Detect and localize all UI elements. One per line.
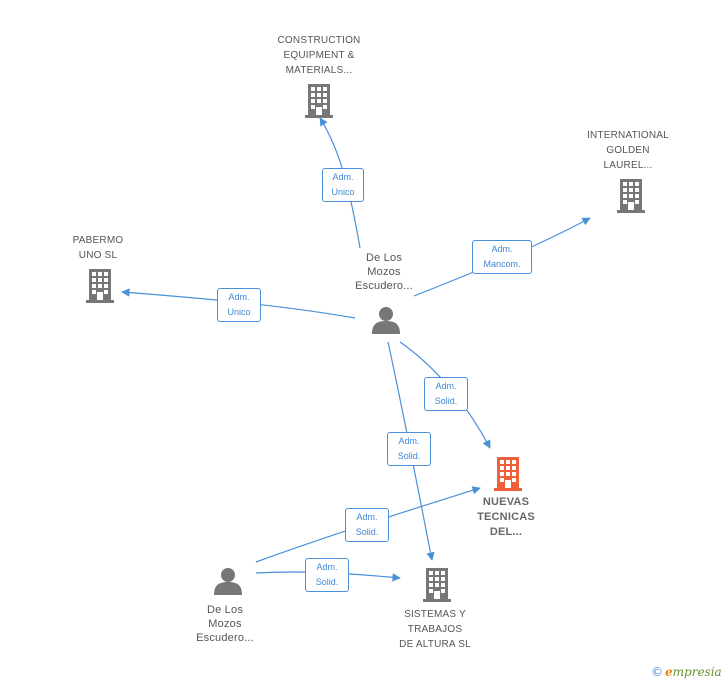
person-icon[interactable] xyxy=(214,568,242,595)
label-line: Escudero... xyxy=(355,280,413,292)
building-icon[interactable] xyxy=(305,84,333,118)
edge-label-line: Solid. xyxy=(355,527,379,537)
label-line: LAUREL... xyxy=(603,160,653,171)
edge-label[interactable]: Adm. Solid. xyxy=(424,377,468,411)
edge-label-line: Adm. xyxy=(332,172,354,182)
node-label-person2[interactable]: De Los Mozos Escudero... xyxy=(175,603,275,645)
building-icon[interactable] xyxy=(86,269,114,303)
edge-label-line: Adm. xyxy=(316,562,338,572)
edge-label-line: Adm. xyxy=(435,381,457,391)
label-line: PABERMO xyxy=(72,235,124,246)
edge-label-line: Unico xyxy=(227,307,251,317)
label-line: De Los xyxy=(206,604,244,616)
label-line: Escudero... xyxy=(196,632,254,644)
copyright-icon: © xyxy=(651,665,663,679)
label-line: DEL... xyxy=(489,526,523,538)
building-icon[interactable] xyxy=(617,179,645,213)
edge-label-line: Mancom. xyxy=(483,259,521,269)
label-line: TRABAJOS xyxy=(407,624,463,635)
edge-label[interactable]: Adm. Mancom. xyxy=(472,240,532,274)
label-line: NUEVAS xyxy=(482,496,530,508)
label-line: De Los xyxy=(365,252,403,264)
node-label-construction[interactable]: CONSTRUCTION EQUIPMENT & MATERIALS... xyxy=(259,33,379,78)
person-icon[interactable] xyxy=(372,307,400,334)
label-line: Mozos xyxy=(367,266,401,278)
node-label-person1[interactable]: De Los Mozos Escudero... xyxy=(334,251,434,293)
edge-label[interactable]: Adm. Unico xyxy=(217,288,261,322)
node-label-pabermo[interactable]: PABERMO UNO SL xyxy=(48,233,148,263)
edge-label[interactable]: Adm. Solid. xyxy=(387,432,431,466)
node-label-nuevas[interactable]: NUEVAS TECNICAS DEL... xyxy=(456,495,556,540)
building-icon[interactable] xyxy=(494,457,522,491)
edge-label-line: Solid. xyxy=(397,451,421,461)
node-label-international[interactable]: INTERNATIONAL GOLDEN LAUREL... xyxy=(568,128,688,173)
brand-name: mpresia xyxy=(672,665,722,679)
label-line: SISTEMAS Y xyxy=(404,609,466,620)
copyright[interactable]: ©empresia xyxy=(651,665,722,679)
edge-label-line: Adm. xyxy=(228,292,250,302)
label-line: EQUIPMENT & xyxy=(283,50,355,61)
edge-label-line: Unico xyxy=(331,187,355,197)
label-line: MATERIALS... xyxy=(285,65,353,76)
label-line: GOLDEN xyxy=(606,145,650,156)
label-line: TECNICAS xyxy=(477,511,535,523)
edge-label-line: Adm. xyxy=(398,436,420,446)
edge-label-line: Adm. xyxy=(356,512,378,522)
label-line: DE ALTURA SL xyxy=(399,639,471,650)
building-icon[interactable] xyxy=(423,568,451,602)
edge-label[interactable]: Adm. Unico xyxy=(322,168,364,202)
label-line: Mozos xyxy=(208,618,242,630)
edge-label-line: Solid. xyxy=(434,396,458,406)
brand-initial: e xyxy=(665,665,673,679)
label-line: INTERNATIONAL xyxy=(587,130,669,141)
edge-label[interactable]: Adm. Solid. xyxy=(345,508,389,542)
edge-label-line: Solid. xyxy=(315,577,339,587)
node-label-sistemas[interactable]: SISTEMAS Y TRABAJOS DE ALTURA SL xyxy=(375,607,495,652)
edge-label[interactable]: Adm. Solid. xyxy=(305,558,349,592)
edge-label-line: Adm. xyxy=(491,244,513,254)
label-line: UNO SL xyxy=(78,250,118,261)
label-line: CONSTRUCTION xyxy=(277,35,361,46)
